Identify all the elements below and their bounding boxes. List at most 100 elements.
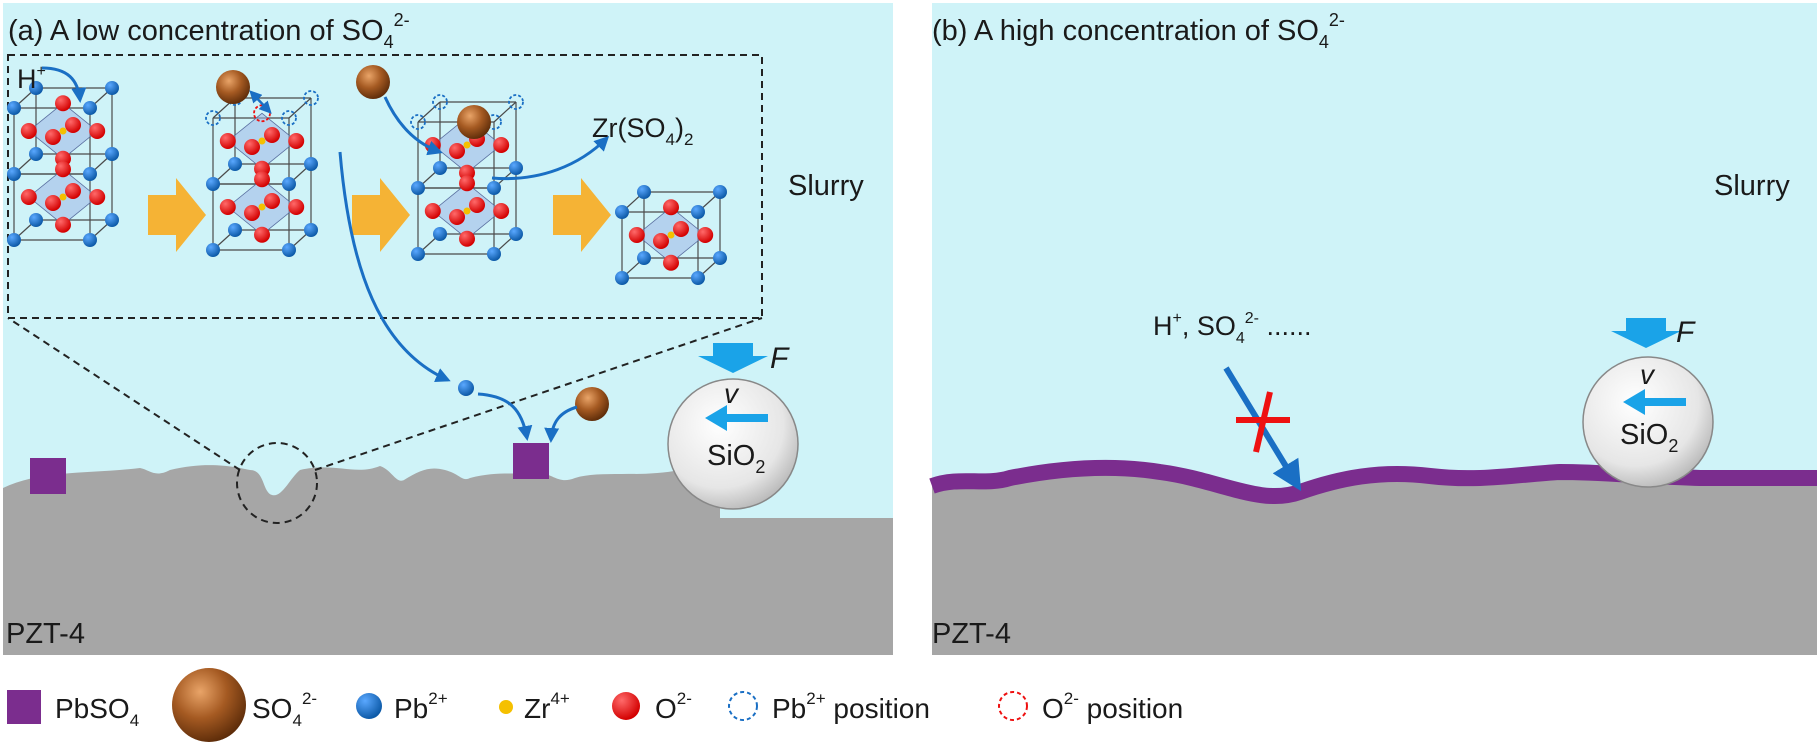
- substrate-label-b: PZT-4: [932, 618, 1011, 650]
- panel-a: (a) A low concentration of SO42- H+ Zr(S…: [3, 3, 893, 655]
- legend-so4-swatch: [172, 668, 246, 742]
- o-atom: [89, 189, 106, 205]
- legend-o-swatch: [612, 692, 640, 720]
- force-label-a: F: [770, 342, 790, 375]
- pb-atom: [7, 101, 21, 115]
- pb-atom: [7, 233, 21, 247]
- pb-atom: [105, 147, 119, 161]
- o-atom: [264, 193, 280, 209]
- pb-atom: [7, 167, 21, 181]
- o-atom: [219, 199, 236, 215]
- velocity-label-b: v: [1640, 359, 1656, 390]
- pb-atom: [83, 101, 97, 115]
- pb-vacancy: [205, 110, 221, 126]
- o-atom: [55, 95, 71, 112]
- legend-pbso4-swatch: [7, 690, 41, 724]
- o-atom: [288, 199, 305, 215]
- sulfate-sphere-2: [356, 65, 390, 99]
- pb-atom: [433, 227, 447, 241]
- pb-atom: [637, 251, 651, 265]
- velocity-arrow-a: [705, 405, 768, 431]
- o-atom: [493, 137, 510, 153]
- pb-atom: [29, 213, 43, 227]
- h-plus-arrow: [41, 66, 87, 103]
- legend: PbSO4 SO42- Pb2+ Zr4+ O2- Pb2+ position …: [7, 668, 1183, 742]
- pb-vacancy: [432, 94, 448, 110]
- pbso4-square-right: [513, 443, 549, 479]
- o-atom: [663, 254, 679, 271]
- sulfate-sphere-3: [457, 105, 491, 139]
- o-atom: [459, 230, 475, 247]
- o-atom: [493, 203, 510, 219]
- o-atom: [653, 233, 669, 249]
- force-arrow-b: [1611, 318, 1681, 348]
- o-atom: [673, 221, 689, 237]
- o-atom: [449, 209, 465, 225]
- pb-atom: [411, 247, 425, 261]
- process-arrow-1: [148, 178, 206, 252]
- o-atom: [254, 226, 270, 243]
- legend-zr-label: Zr4+: [524, 689, 570, 724]
- o-atom: [244, 139, 260, 155]
- process-arrow-2: [352, 178, 410, 252]
- o-atom: [697, 227, 714, 243]
- panel-a-title: (a) A low concentration of SO42-: [8, 10, 410, 52]
- slurry-label-b: Slurry: [1714, 170, 1790, 202]
- zr-atom: [59, 193, 67, 201]
- sulfate-sphere-4: [575, 387, 609, 421]
- o-atom: [20, 189, 37, 205]
- o-atom: [254, 171, 270, 188]
- o-atom: [244, 205, 260, 221]
- sulfate-attack-arrow: [383, 96, 443, 156]
- legend-pb-label: Pb2+: [394, 689, 448, 724]
- pb-atom: [433, 161, 447, 175]
- o-atom: [55, 161, 71, 178]
- pb-release-arrow: [338, 151, 451, 383]
- panel-b: (b) A high concentration of SO42- Slurry…: [929, 3, 1817, 655]
- pb-atom: [282, 177, 296, 191]
- o-atom: [45, 195, 61, 211]
- sio2-label-b: SiO2: [1620, 419, 1678, 456]
- pb-atom: [105, 81, 119, 95]
- legend-pbso4-label: PbSO4: [55, 693, 139, 730]
- pb-atom: [206, 243, 220, 257]
- sio2-label-a: SiO2: [707, 440, 765, 477]
- pb-atom: [228, 157, 242, 171]
- velocity-arrow-b: [1623, 389, 1686, 415]
- o-atom: [449, 143, 465, 159]
- pb-atom: [509, 161, 523, 175]
- o-atom: [65, 117, 81, 133]
- pb-atom: [411, 181, 425, 195]
- zoom-line-left: [7, 317, 241, 471]
- legend-pb-swatch: [356, 693, 382, 719]
- pbso4-square-left: [30, 458, 66, 494]
- sio2-particle-b: [1582, 356, 1714, 488]
- pb-atom: [206, 177, 220, 191]
- o-atom: [55, 216, 71, 233]
- legend-o-label: O2-: [655, 689, 692, 724]
- pb-ion-free: [458, 380, 474, 396]
- pb-atom: [615, 205, 629, 219]
- sio2-particle-a: [667, 378, 799, 510]
- legend-so4-label: SO42-: [252, 689, 317, 730]
- o-atom: [20, 123, 37, 139]
- o-atom: [424, 203, 441, 219]
- pb-atom: [487, 181, 501, 195]
- pb-vacancy: [410, 114, 426, 130]
- block-cross-v: [1253, 391, 1273, 453]
- zr-atom: [463, 207, 471, 215]
- o-atom: [45, 129, 61, 145]
- zr-atom: [258, 203, 266, 211]
- process-arrow-3: [553, 178, 611, 252]
- lattice-edge: [288, 97, 312, 119]
- pb-atom: [304, 157, 318, 171]
- panel-b-title: (b) A high concentration of SO42-: [932, 10, 1345, 52]
- pb-atom: [487, 247, 501, 261]
- legend-pb-position-swatch: [728, 691, 758, 721]
- pb-atom: [282, 243, 296, 257]
- legend-o-position-swatch: [998, 691, 1028, 721]
- product-arrow: [491, 135, 610, 181]
- o-atom: [219, 133, 236, 149]
- o-atom: [264, 127, 280, 143]
